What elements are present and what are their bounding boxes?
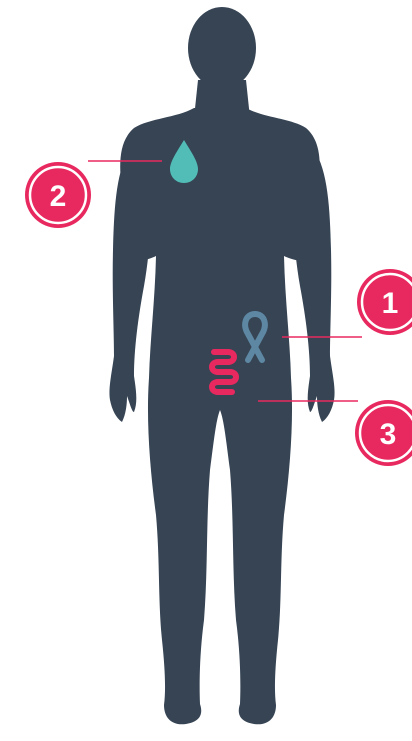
marker-2-number: 2 [50, 180, 67, 213]
marker-1-number: 1 [382, 287, 399, 320]
marker-1: 1 [357, 269, 412, 335]
human-silhouette [109, 7, 334, 724]
marker-3: 3 [355, 400, 412, 466]
head [188, 7, 256, 89]
left-arm [109, 150, 150, 422]
marker-3-number: 3 [380, 418, 397, 451]
right-arm [293, 150, 334, 422]
marker-2: 2 [25, 162, 91, 228]
